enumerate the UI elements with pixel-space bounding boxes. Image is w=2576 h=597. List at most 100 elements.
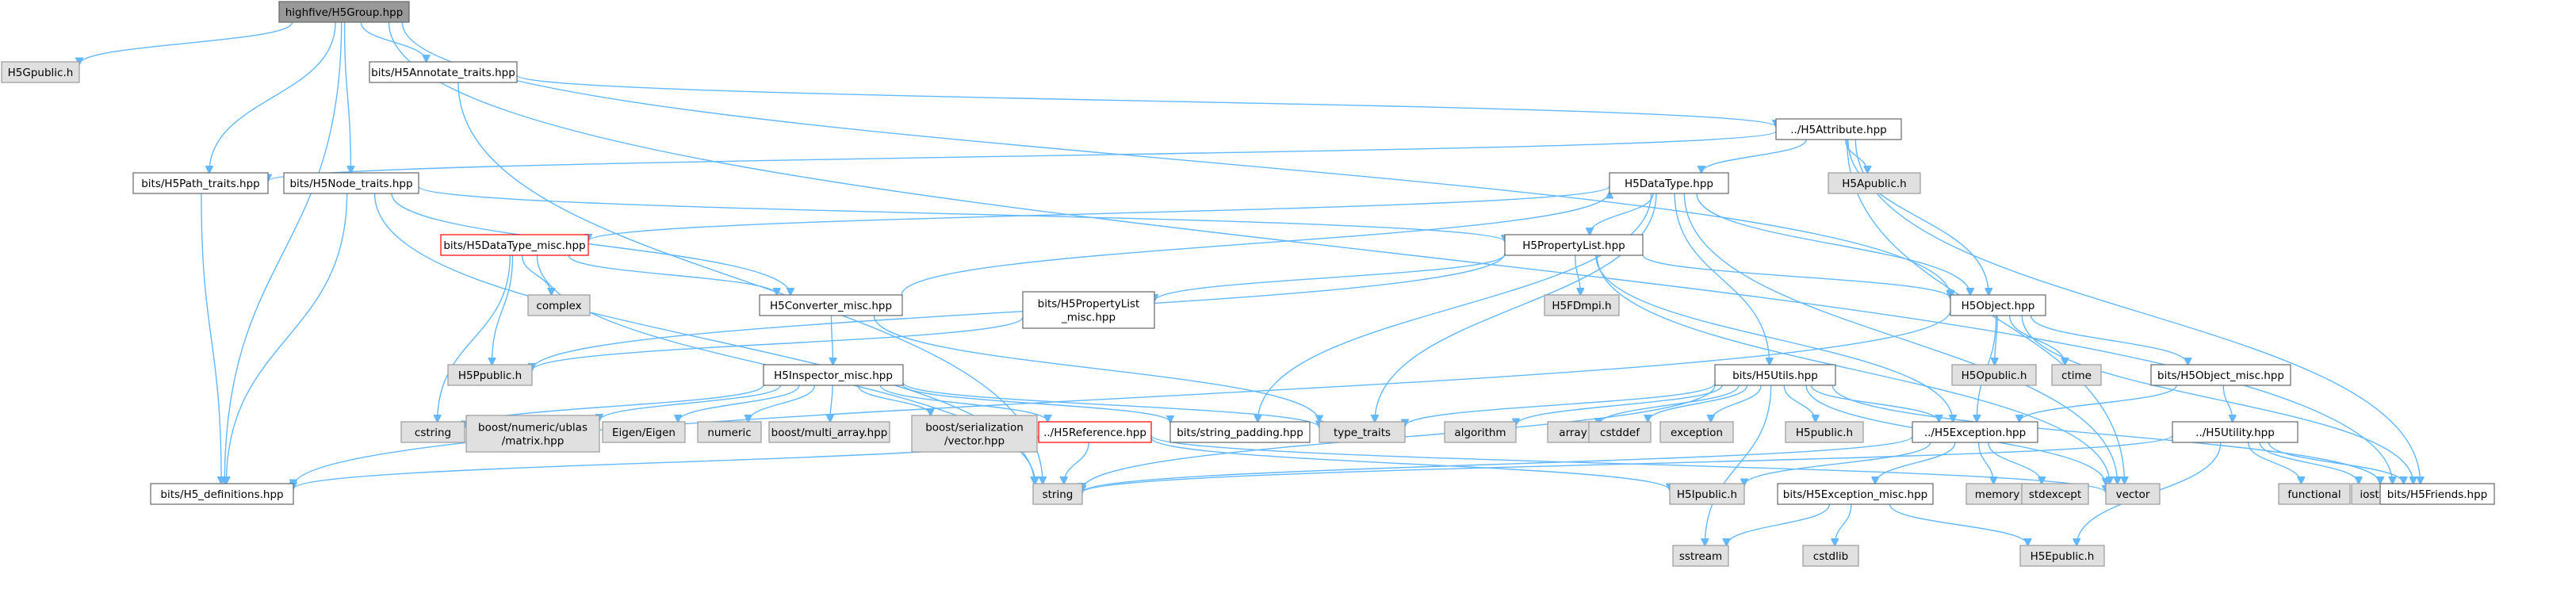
node-box-h5apublic <box>1828 172 1921 194</box>
node-proplist[interactable]: H5PropertyList.hpp <box>1504 234 1644 256</box>
node-converter_misc[interactable]: H5Converter_misc.hpp <box>759 294 903 316</box>
edge-h5exception-to-h5ipublic <box>1744 442 1931 485</box>
node-box-multi_array <box>768 421 890 443</box>
edge-converter_misc-to-datatype <box>901 192 1610 296</box>
edge-attribute-to-datatype <box>1701 139 1807 173</box>
node-friends[interactable]: bits/H5Friends.hpp <box>2379 483 2495 505</box>
node-box-complex <box>527 294 591 316</box>
edge-h5exception-to-string <box>1082 435 1913 492</box>
node-numeric: numeric <box>697 421 762 443</box>
edge-root-to-object <box>401 21 1950 297</box>
node-box-node_traits <box>283 172 419 194</box>
node-label-friends: bits/H5Friends.hpp <box>2387 488 2487 501</box>
node-box-h5utility <box>2172 421 2298 443</box>
node-box-h5exception <box>1912 421 2038 443</box>
node-box-serialization <box>911 415 1038 453</box>
node-sstream: sstream <box>1672 545 1729 567</box>
node-reference[interactable]: ../H5Reference.hpp <box>1038 421 1152 443</box>
node-h5utility[interactable]: ../H5Utility.hpp <box>2172 421 2298 443</box>
node-label-datatype: H5DataType.hpp <box>1625 178 1713 190</box>
edge-datatype-to-object <box>1696 193 1970 295</box>
node-box-h5opublic <box>1951 364 2037 386</box>
node-annotate[interactable]: bits/H5Annotate_traits.hpp <box>369 61 518 83</box>
node-label-h5fdmpi: H5FDmpi.h <box>1552 300 1611 312</box>
edge-attribute-to-h5apublic <box>1844 139 1868 173</box>
edge-attribute-to-object <box>1847 139 1988 295</box>
edge-inspector_misc-to-multi_array <box>830 385 833 422</box>
edge-inspector_misc-to-ublas <box>599 385 782 421</box>
edge-utils-to-algorithm <box>1516 385 1723 425</box>
edge-root-to-path_traits <box>209 21 336 173</box>
node-label-functional: functional <box>2287 488 2341 501</box>
edge-utils-to-h5public <box>1783 385 1816 422</box>
node-functional: functional <box>2278 483 2351 505</box>
node-exception_misc[interactable]: bits/H5Exception_misc.hpp <box>1777 483 1934 505</box>
node-box-h5public <box>1785 421 1864 443</box>
edge-h5utility-to-functional <box>2247 442 2302 484</box>
node-path_traits[interactable]: bits/H5Path_traits.hpp <box>132 172 269 194</box>
node-box-converter_misc <box>759 294 903 316</box>
node-exception: exception <box>1659 421 1734 443</box>
node-box-cstdlib <box>1802 545 1859 567</box>
edge-exception_misc-to-cstdlib <box>1835 503 1852 545</box>
edge-h5exception-to-exception_misc <box>1875 442 1956 484</box>
node-box-sstream <box>1672 545 1729 567</box>
node-datatype_misc[interactable]: bits/H5DataType_misc.hpp <box>440 234 589 256</box>
node-box-datatype_misc <box>440 234 589 256</box>
node-label-h5gpublic: H5Gpublic.h <box>8 67 74 79</box>
node-cstdlib: cstdlib <box>1802 545 1859 567</box>
node-utils[interactable]: bits/H5Utils.hpp <box>1714 364 1836 386</box>
node-h5apublic: H5Apublic.h <box>1828 172 1921 194</box>
node-label-eigen: Eigen/Eigen <box>612 427 676 439</box>
node-label-h5ipublic: H5Ipublic.h <box>1677 488 1737 501</box>
node-label-reference: ../H5Reference.hpp <box>1043 427 1146 439</box>
node-object_misc[interactable]: bits/H5Object_misc.hpp <box>2150 364 2291 386</box>
node-box-h5epublic <box>2019 545 2105 567</box>
edge-inspector_misc-to-string_padding <box>902 385 1170 422</box>
node-ctime: ctime <box>2051 364 2102 386</box>
edge-layer <box>79 21 2421 545</box>
edge-object-to-definitions <box>293 310 1951 486</box>
node-datatype[interactable]: H5DataType.hpp <box>1609 172 1729 194</box>
edge-inspector_misc-to-reference <box>879 385 1048 422</box>
node-root[interactable]: highfive/H5Group.hpp <box>278 1 410 23</box>
node-label-path_traits: bits/H5Path_traits.hpp <box>141 178 260 190</box>
node-object[interactable]: H5Object.hpp <box>1950 294 2046 316</box>
node-box-h5fdmpi <box>1544 294 1620 316</box>
node-string_padding[interactable]: bits/string_padding.hpp <box>1169 421 1311 443</box>
node-algorithm: algorithm <box>1444 421 1517 443</box>
node-label-inspector_misc: H5Inspector_misc.hpp <box>774 369 893 382</box>
edge-utils-to-h5exception <box>1810 385 1939 422</box>
node-type_traits: type_traits <box>1319 421 1406 443</box>
node-label-serialization: /vector.hpp <box>944 435 1005 448</box>
node-label-h5ppublic: H5Ppublic.h <box>458 369 522 382</box>
node-h5opublic: H5Opublic.h <box>1951 364 2037 386</box>
node-proplist_misc[interactable]: bits/H5PropertyList_misc.hpp <box>1022 291 1155 329</box>
node-label-utils: bits/H5Utils.hpp <box>1732 369 1818 382</box>
edge-attribute-to-path_traits <box>268 130 1777 182</box>
node-box-annotate <box>369 61 518 83</box>
node-inspector_misc[interactable]: H5Inspector_misc.hpp <box>763 364 904 386</box>
node-box-string <box>1032 483 1083 505</box>
node-attribute[interactable]: ../H5Attribute.hpp <box>1775 118 1902 140</box>
edge-object_misc-to-h5exception <box>2019 385 2177 422</box>
node-label-object_misc: bits/H5Object_misc.hpp <box>2157 369 2284 382</box>
edge-proplist-to-vector <box>1596 254 2110 484</box>
node-h5exception[interactable]: ../H5Exception.hpp <box>1912 421 2038 443</box>
node-h5public: H5public.h <box>1785 421 1864 443</box>
node-box-exception_misc <box>1777 483 1934 505</box>
node-complex: complex <box>527 294 591 316</box>
edge-datatype-to-utils <box>1674 193 1770 365</box>
edge-path_traits-to-definitions <box>201 193 221 484</box>
node-definitions[interactable]: bits/H5_definitions.hpp <box>150 483 294 505</box>
node-label-h5exception: ../H5Exception.hpp <box>1924 427 2026 439</box>
edge-h5utility-to-string <box>1082 434 2173 492</box>
edge-proplist-to-proplist_misc <box>1154 254 1506 301</box>
node-box-algorithm <box>1444 421 1517 443</box>
node-label-proplist_misc: bits/H5PropertyList <box>1038 298 1140 311</box>
node-label-vector: vector <box>2116 488 2150 501</box>
node-node_traits[interactable]: bits/H5Node_traits.hpp <box>283 172 419 194</box>
node-box-proplist_misc <box>1022 291 1155 329</box>
node-box-vector <box>2105 483 2161 505</box>
node-label-h5utility: ../H5Utility.hpp <box>2195 427 2275 439</box>
